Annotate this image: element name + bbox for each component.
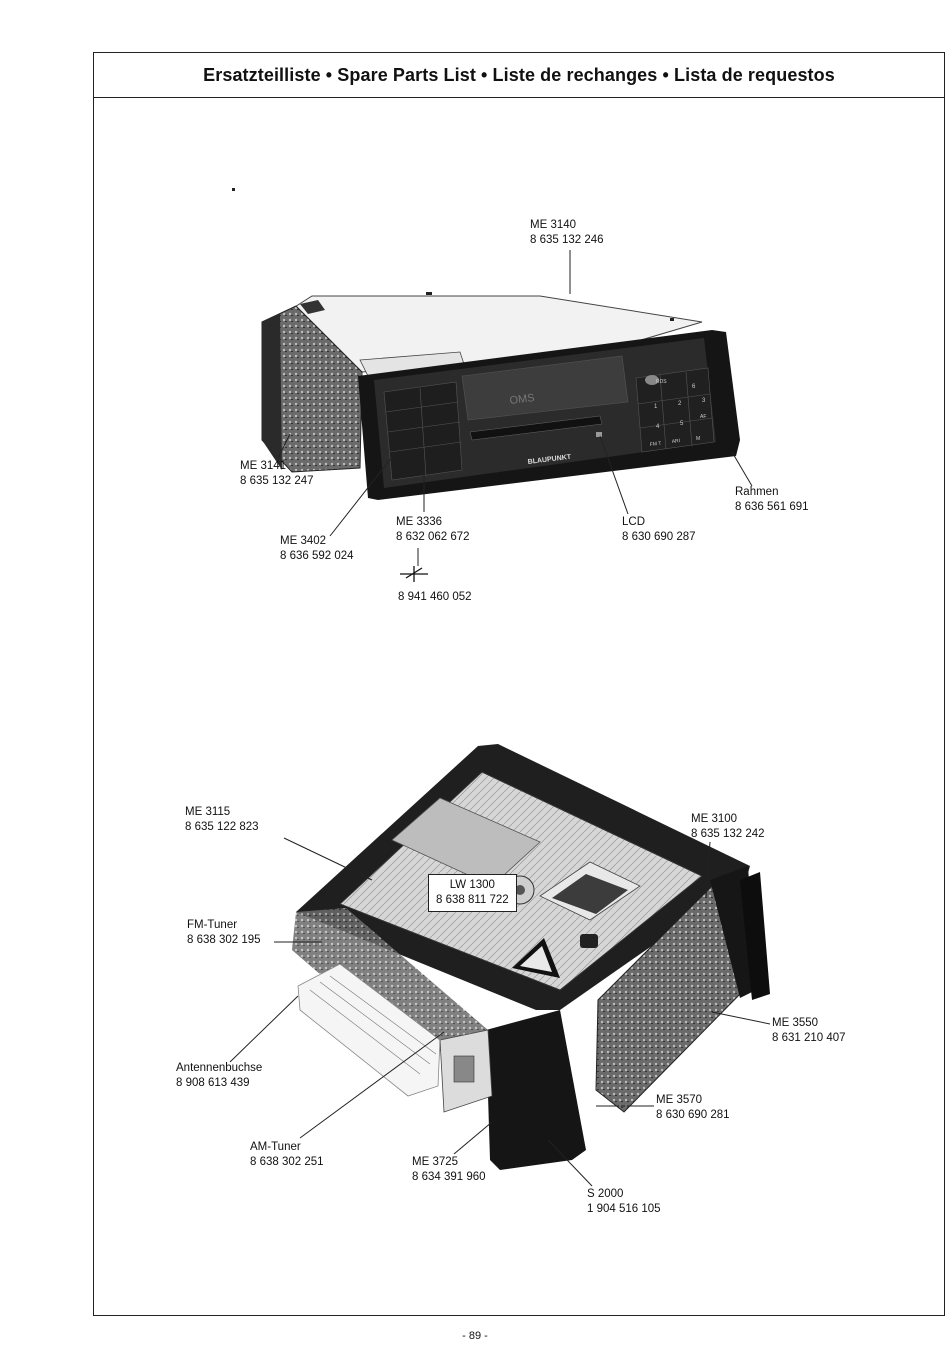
- label-me3550: ME 3550 8 631 210 407: [772, 1016, 846, 1046]
- label-rahmen: Rahmen 8 636 561 691: [735, 485, 809, 515]
- part-name: ME 3336: [396, 516, 443, 528]
- part-number: 1 904 516 105: [587, 1203, 661, 1215]
- part-name: ME 3100: [691, 813, 738, 825]
- part-name: Antennenbuchse: [176, 1062, 263, 1074]
- part-number: 8 635 122 823: [185, 821, 259, 833]
- label-me3140: ME 3140 8 635 132 246: [530, 218, 604, 248]
- part-number: 8 630 690 281: [656, 1109, 730, 1121]
- ari-button-text: ARI: [672, 438, 681, 445]
- label-me3570: ME 3570 8 630 690 281: [656, 1093, 730, 1123]
- part-name: AM-Tuner: [250, 1141, 301, 1153]
- part-number: 8 635 132 246: [530, 234, 604, 246]
- label-me3115: ME 3115 8 635 122 823: [185, 805, 259, 835]
- label-fm-tuner: FM-Tuner 8 638 302 195: [187, 918, 261, 948]
- part-number: 8 635 132 242: [691, 828, 765, 840]
- part-number: 8 634 391 960: [412, 1171, 486, 1183]
- part-number: 8 908 613 439: [176, 1077, 250, 1089]
- label-s2000: S 2000 1 904 516 105: [587, 1187, 661, 1217]
- label-me3141: ME 3141 8 635 132 247: [240, 459, 314, 489]
- m-button-text: M: [696, 436, 700, 442]
- preset-1-text: 1: [654, 404, 658, 410]
- label-me3725: ME 3725 8 634 391 960: [412, 1155, 486, 1185]
- part-number: 8 632 062 672: [396, 531, 470, 543]
- part-name: ME 3725: [412, 1156, 459, 1168]
- af-button-text: AF: [700, 414, 706, 420]
- label-lcd: LCD 8 630 690 287: [622, 515, 696, 545]
- part-name: ME 3402: [280, 535, 327, 547]
- bottom-leader-lines: [229, 837, 771, 1187]
- part-number: 8 636 561 691: [735, 501, 809, 513]
- part-number: 8 638 811 722: [436, 894, 509, 906]
- part-number: 8 636 592 024: [280, 550, 354, 562]
- model-text: OMS: [509, 392, 535, 407]
- label-antennenbuchse: Antennenbuchse 8 908 613 439: [176, 1061, 262, 1091]
- label-fuse: 8 941 460 052: [398, 590, 472, 605]
- label-lw1300: LW 1300 8 638 811 722: [428, 874, 517, 912]
- part-name: LCD: [622, 516, 646, 528]
- preset-3-text: 3: [702, 398, 706, 404]
- part-number: 8 638 302 251: [250, 1156, 324, 1168]
- label-me3402: ME 3402 8 636 592 024: [280, 534, 354, 564]
- part-name: ME 3570: [656, 1094, 703, 1106]
- part-number: 8 631 210 407: [772, 1032, 846, 1044]
- part-number: 8 638 302 195: [187, 934, 261, 946]
- part-name: ME 3141: [240, 460, 287, 472]
- car-radio-chassis-view: [292, 744, 770, 1170]
- preset-5-text: 5: [680, 421, 684, 427]
- part-number: 8 635 132 247: [240, 475, 314, 487]
- page-frame: Ersatzteilliste • Spare Parts List • Lis…: [93, 52, 945, 1316]
- preset-4-text: 4: [656, 424, 660, 430]
- part-name: S 2000: [587, 1188, 624, 1200]
- part-name: ME 3550: [772, 1017, 819, 1029]
- fmt-button-text: FM T: [650, 441, 662, 448]
- part-number: 8 941 460 052: [398, 591, 472, 603]
- rds-button-text: RDS: [656, 379, 667, 385]
- label-am-tuner: AM-Tuner 8 638 302 251: [250, 1140, 324, 1170]
- preset-6-text: 6: [692, 384, 696, 390]
- label-me3336: ME 3336 8 632 062 672: [396, 515, 470, 545]
- car-radio-front-view: [232, 188, 740, 500]
- part-name: Rahmen: [735, 486, 779, 498]
- page-title: Ersatzteilliste • Spare Parts List • Lis…: [94, 53, 944, 98]
- top-leader-lines: [277, 250, 753, 566]
- part-name: ME 3140: [530, 219, 577, 231]
- part-number: 8 630 690 287: [622, 531, 696, 543]
- label-me3100: ME 3100 8 635 132 242: [691, 812, 765, 842]
- fuse-symbol: [400, 566, 428, 582]
- part-name: LW 1300: [449, 879, 495, 891]
- part-name: FM-Tuner: [187, 919, 238, 931]
- page-number: - 89 -: [462, 1330, 488, 1342]
- preset-2-text: 2: [678, 401, 682, 407]
- part-name: ME 3115: [185, 806, 231, 818]
